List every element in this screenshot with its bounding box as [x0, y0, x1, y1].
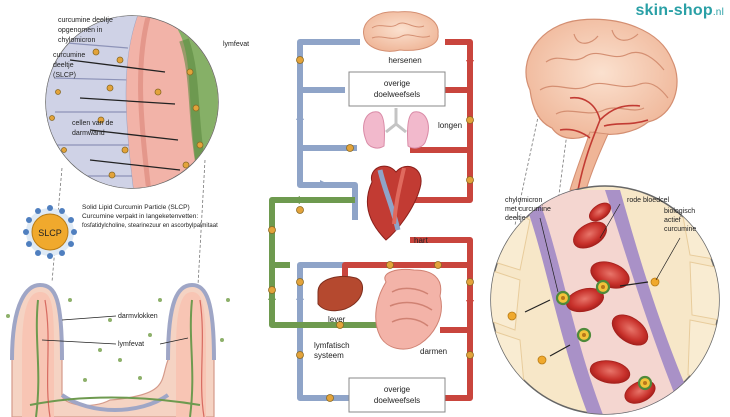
label-red-blood-cell: rode bloedcel [627, 197, 669, 204]
lungs-icon [363, 108, 429, 149]
label-particle-chylomicron-3: chylomicron [58, 37, 95, 44]
label-wall-cells-2: darmwand [72, 130, 105, 137]
blood-vessel-zoom-circle [490, 185, 720, 415]
label-active-curcumin-3: curcumine [664, 226, 696, 233]
brand-logo: skin-shop.nl [635, 2, 724, 20]
label-lymph-system-1: lymfatisch [314, 341, 350, 350]
label-other-tissues-bottom-1: overige [384, 385, 411, 394]
other-tissues-top-box: overige doelweefsels [348, 71, 446, 107]
label-chylomicron-3: deeltje [505, 215, 526, 222]
label-chylomicron-2: met curcumine [505, 206, 551, 213]
label-particle-chylomicron-1: curcumine deeltje [58, 17, 113, 24]
intestine-zoom-circle: curcumine deeltje opgenomen in chylomicr… [45, 15, 249, 189]
label-heart: hart [414, 236, 429, 245]
label-lymph-vessel: lymfevat [223, 41, 249, 48]
label-slcp-3: (SLCP) [53, 72, 76, 79]
slcp-caption-2: Curcumine verpakt in langeketenvetten: [82, 213, 198, 220]
label-chylomicron-1: chylomicron [505, 197, 542, 204]
label-villi: darmvlokken [118, 313, 158, 320]
slcp-caption-1: Solid Lipid Curcumin Particle (SLCP) [82, 204, 190, 211]
slcp-particle: SLCP [23, 205, 77, 259]
brain-illustration [525, 18, 678, 191]
villi-pointer-lines [41, 315, 189, 345]
label-active-curcumin-1: biologisch [664, 208, 695, 215]
label-other-tissues-top-1: overige [384, 79, 411, 88]
intestinal-villi [6, 282, 230, 417]
label-slcp-1: curcumine [53, 52, 85, 59]
label-slcp-2: deeltje [53, 62, 74, 69]
label-other-tissues-bottom-2: doelweefsels [374, 396, 420, 405]
circulation-diagram: hersenen overige doelweefsels longen har… [268, 11, 474, 413]
label-brain: hersenen [388, 56, 421, 65]
liver-icon [317, 276, 363, 312]
brand-tld: .nl [712, 7, 724, 18]
brand-name: skin-shop [635, 2, 713, 19]
label-lymph-vessel-2: lymfevat [118, 341, 144, 348]
slcp-caption-3: fosfatidylcholine, stearinezuur en ascor… [82, 223, 218, 229]
label-active-curcumin-2: actief [664, 217, 681, 224]
label-liver: lever [328, 315, 346, 324]
slcp-badge: SLCP [38, 228, 62, 238]
vessel-pointer-lines [539, 203, 681, 293]
heart-icon [367, 165, 422, 241]
label-lymph-system-2: systeem [314, 351, 344, 360]
other-tissues-bottom-box: overige doelweefsels [348, 377, 446, 413]
brain-icon [363, 11, 439, 52]
label-wall-cells-1: cellen van de [72, 120, 113, 127]
label-intestines: darmen [420, 347, 447, 356]
intestines-icon [375, 269, 442, 350]
label-lungs: longen [438, 121, 462, 130]
label-particle-chylomicron-2: opgenomen in [58, 27, 102, 34]
label-other-tissues-top-2: doelweefsels [374, 90, 420, 99]
